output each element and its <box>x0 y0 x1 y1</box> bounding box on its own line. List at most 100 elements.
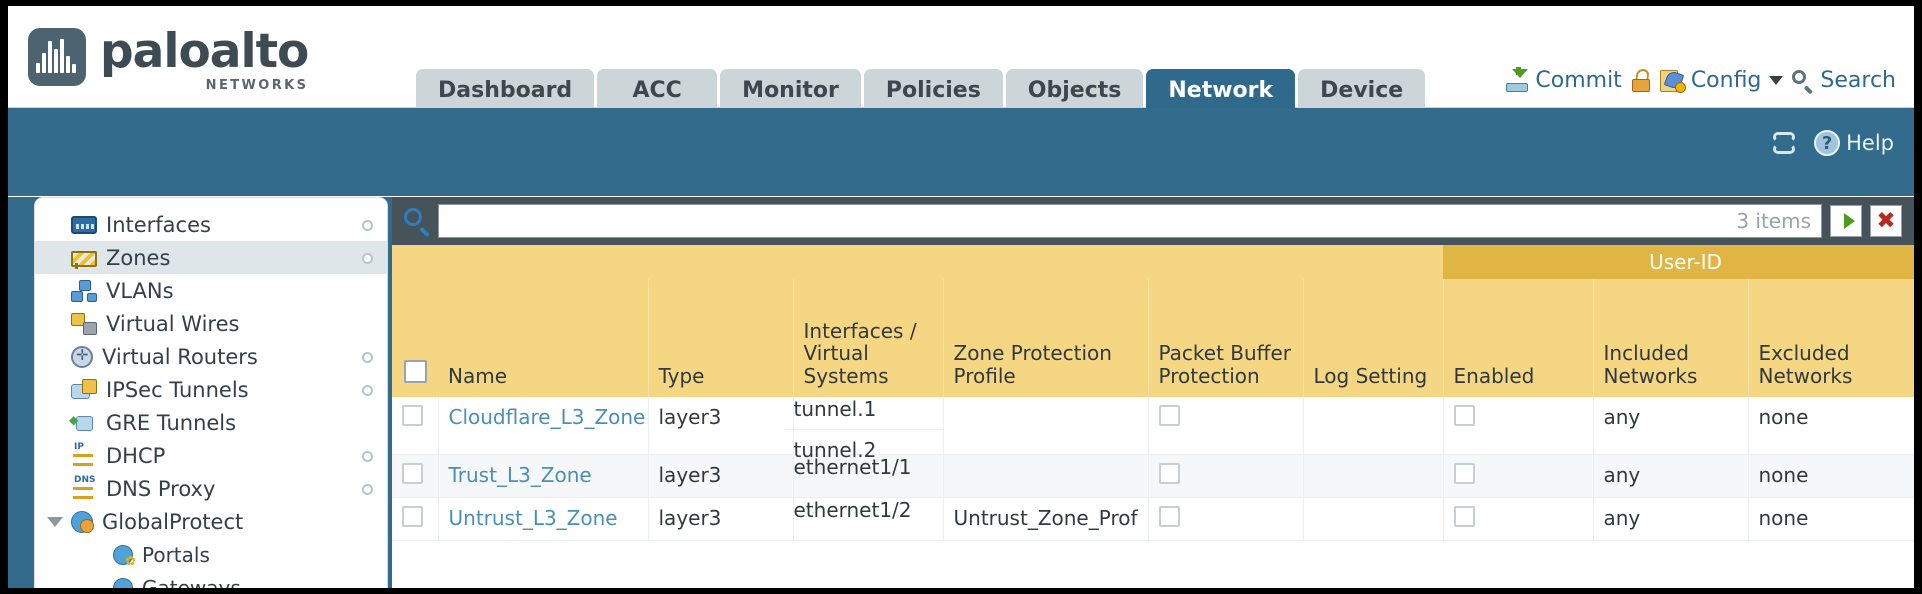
cell-included-networks: any <box>1593 397 1749 455</box>
sidebar-item-zones[interactable]: Zones <box>35 241 387 274</box>
sidebar-item-interfaces[interactable]: Interfaces <box>35 208 387 241</box>
tab-device[interactable]: Device <box>1298 69 1426 112</box>
userid-enabled-checkbox[interactable] <box>1453 405 1475 426</box>
virtual-wires-icon <box>71 312 97 335</box>
sidebar-item-globalprotect[interactable]: GlobalProtect <box>35 505 387 538</box>
search-input[interactable]: 3 items <box>438 204 1822 238</box>
row-checkbox[interactable] <box>402 506 423 527</box>
cell-log-setting <box>1303 397 1444 455</box>
interface-list: ethernet1/2 <box>784 490 953 522</box>
cell-name: Trust_L3_Zone <box>438 454 649 498</box>
expand-caret-icon[interactable] <box>47 516 63 527</box>
packet-buffer-protection-checkbox[interactable] <box>1158 463 1180 484</box>
interface-item: tunnel.1 <box>783 389 953 430</box>
main-nav-tabs[interactable]: Dashboard ACC Monitor Policies Objects N… <box>416 69 1426 112</box>
table-row[interactable]: Untrust_L3_Zone layer3 ethernet1/2 Untru… <box>392 497 1914 541</box>
cell-excluded-networks: none <box>1748 397 1914 455</box>
packet-buffer-protection-checkbox[interactable] <box>1158 506 1180 527</box>
select-all-header <box>392 279 438 397</box>
content-panel: 3 items ✖ <box>392 197 1914 588</box>
interface-list: ethernet1/1 <box>784 447 953 479</box>
search-label: Search <box>1820 68 1896 93</box>
sidebar-nav: Interfaces Zones VLANs Virtual Wires Vir… <box>34 197 388 588</box>
tab-acc[interactable]: ACC <box>597 69 718 112</box>
column-header-included-networks[interactable]: Included Networks <box>1593 279 1749 397</box>
cell-excluded-networks: none <box>1748 454 1914 498</box>
config-label: Config <box>1690 68 1762 93</box>
sidebar-item-label: Portals <box>142 542 210 567</box>
table-header-row: Name Type Interfaces / Virtual Systems Z… <box>392 279 1914 397</box>
select-all-checkbox[interactable] <box>404 359 427 383</box>
userid-enabled-checkbox[interactable] <box>1453 506 1475 527</box>
tab-policies[interactable]: Policies <box>863 69 1003 112</box>
tab-objects[interactable]: Objects <box>1005 69 1144 112</box>
row-select-cell <box>392 497 439 541</box>
refresh-icon[interactable] <box>1772 131 1798 155</box>
column-header-type[interactable]: Type <box>648 279 794 397</box>
cell-zone-protection-profile <box>943 397 1149 455</box>
userid-enabled-checkbox[interactable] <box>1453 463 1475 484</box>
apply-filter-button[interactable] <box>1830 205 1862 237</box>
sidebar-item-gateways[interactable]: Gateways <box>35 571 387 588</box>
cell-included-networks: any <box>1593 497 1749 541</box>
column-header-interfaces[interactable]: Interfaces / Virtual Systems <box>793 279 944 397</box>
sidebar-item-virtual-routers[interactable]: Virtual Routers <box>35 340 387 373</box>
table-row[interactable]: Cloudflare_L3_Zone layer3 tunnel.1 tunne… <box>392 397 1914 462</box>
column-header-enabled[interactable]: Enabled <box>1443 279 1594 397</box>
gre-tunnels-icon <box>69 412 97 434</box>
cell-type: layer3 <box>648 397 794 455</box>
zone-link[interactable]: Untrust_L3_Zone <box>448 506 618 530</box>
body-area: Interfaces Zones VLANs Virtual Wires Vir… <box>8 197 1914 588</box>
commit-button[interactable]: Commit <box>1505 66 1622 93</box>
sidebar-item-label: Virtual Routers <box>102 344 258 369</box>
app-header: paloalto NETWORKS Dashboard ACC Monitor … <box>8 6 1914 112</box>
zones-icon <box>71 250 97 269</box>
unlock-icon <box>1631 69 1651 92</box>
column-header-zone-protection-profile[interactable]: Zone Protection Profile <box>943 279 1149 397</box>
sidebar-item-virtual-wires[interactable]: Virtual Wires <box>35 307 387 340</box>
help-button[interactable]: ? Help <box>1814 130 1894 156</box>
packet-buffer-protection-checkbox[interactable] <box>1158 405 1180 426</box>
column-header-packet-buffer-protection[interactable]: Packet Buffer Protection <box>1148 279 1304 397</box>
search-toolbar: 3 items ✖ <box>392 197 1914 245</box>
brand-logo: paloalto NETWORKS <box>28 28 309 92</box>
tab-network[interactable]: Network <box>1146 69 1296 112</box>
items-count-label: 3 items <box>1736 209 1811 233</box>
cell-zone-protection-profile: Untrust_Zone_Prof <box>943 497 1149 541</box>
help-label: Help <box>1846 131 1894 155</box>
row-checkbox[interactable] <box>402 405 423 426</box>
portals-icon <box>113 544 136 569</box>
sidebar-item-portals[interactable]: Portals <box>35 538 387 571</box>
zone-link[interactable]: Cloudflare_L3_Zone <box>448 405 646 429</box>
sidebar-item-dhcp[interactable]: IP DHCP <box>35 439 387 472</box>
column-header-log-setting[interactable]: Log Setting <box>1303 279 1444 397</box>
tab-monitor[interactable]: Monitor <box>720 69 861 112</box>
config-wrench-icon <box>1659 69 1686 93</box>
table-row[interactable]: Trust_L3_Zone layer3 ethernet1/1 <box>392 454 1914 498</box>
virtual-routers-icon <box>71 345 93 368</box>
search-button[interactable]: Search <box>1792 68 1896 95</box>
clear-filter-button[interactable]: ✖ <box>1870 205 1902 237</box>
status-dot <box>362 219 373 231</box>
tab-dashboard[interactable]: Dashboard <box>416 69 595 112</box>
sidebar-item-dns-proxy[interactable]: DNS DNS Proxy <box>35 472 387 505</box>
config-menu[interactable]: Config <box>1659 68 1784 93</box>
cell-log-setting <box>1303 497 1444 541</box>
sidebar-item-ipsec-tunnels[interactable]: IPSec Tunnels <box>35 373 387 406</box>
row-checkbox[interactable] <box>402 463 423 484</box>
paloalto-logo-icon <box>28 28 86 86</box>
table-group-header-row: User-ID <box>392 245 1914 279</box>
sidebar-item-vlans[interactable]: VLANs <box>35 274 387 307</box>
column-header-name[interactable]: Name <box>438 279 649 397</box>
column-header-excluded-networks[interactable]: Excluded Networks <box>1748 279 1914 397</box>
lock-button[interactable] <box>1631 69 1651 92</box>
cell-log-setting <box>1303 454 1444 498</box>
interface-item: ethernet1/1 <box>793 455 912 479</box>
sidebar-item-gre-tunnels[interactable]: GRE Tunnels <box>35 406 387 439</box>
vlans-icon <box>71 279 97 302</box>
search-icon[interactable] <box>402 206 432 238</box>
zone-link[interactable]: Trust_L3_Zone <box>448 463 592 487</box>
cell-userid-enabled <box>1443 497 1594 541</box>
gateways-icon <box>113 577 135 588</box>
